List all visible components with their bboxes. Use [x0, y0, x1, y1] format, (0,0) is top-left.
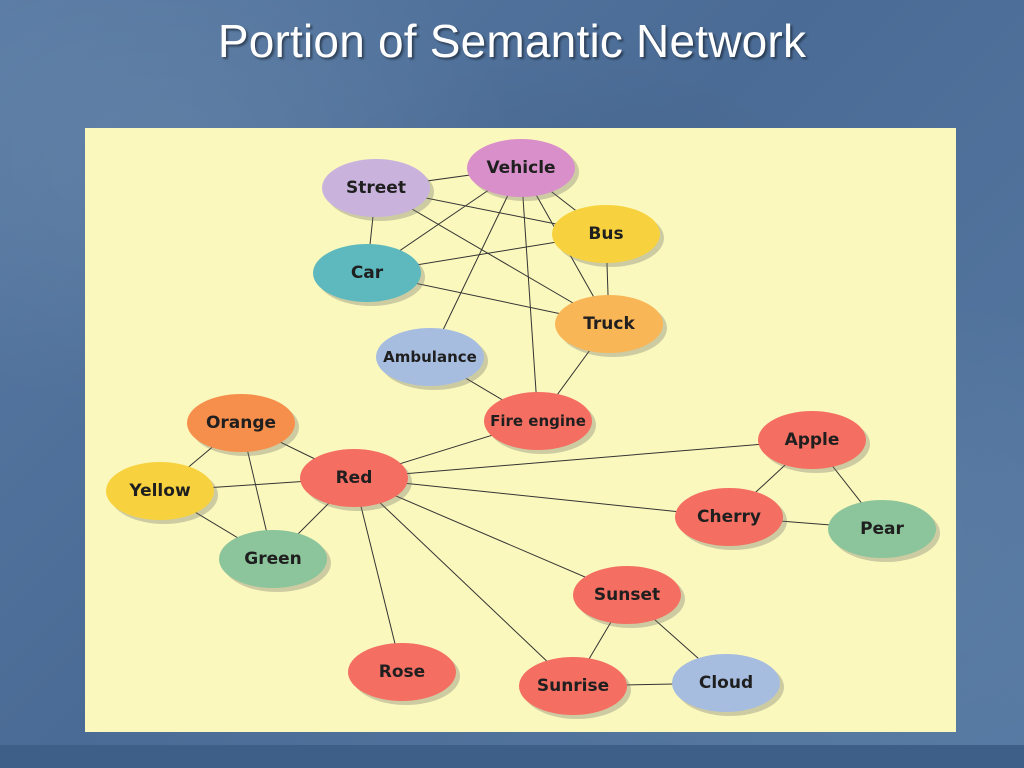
node-ellipse [672, 654, 780, 712]
node-label: Cloud [699, 673, 753, 693]
node-ambulance: Ambulance [376, 328, 488, 390]
node-ellipse [187, 394, 295, 452]
node-ellipse [322, 159, 430, 217]
slide-bottom-band [0, 745, 1024, 768]
node-vehicle: Vehicle [467, 139, 579, 201]
node-label: Pear [860, 519, 904, 539]
node-ellipse [219, 530, 327, 588]
node-ellipse [519, 657, 627, 715]
node-cherry: Cherry [675, 488, 787, 550]
node-car: Car [313, 244, 425, 306]
node-ellipse [828, 500, 936, 558]
node-label: Rose [379, 662, 425, 682]
node-label: Apple [785, 430, 840, 450]
node-label: Bus [588, 224, 623, 244]
node-label: Car [351, 263, 384, 283]
node-label: Ambulance [383, 348, 477, 366]
node-label: Green [244, 549, 302, 569]
node-ellipse [467, 139, 575, 197]
node-red: Red [300, 449, 412, 511]
node-label: Street [346, 178, 406, 198]
node-label: Truck [583, 314, 635, 334]
node-ellipse [675, 488, 783, 546]
node-label: Cherry [697, 507, 761, 527]
node-fire-engine: Fire engine [484, 392, 596, 454]
node-ellipse [555, 295, 663, 353]
edge-red-cherry [353, 477, 730, 518]
node-orange: Orange [187, 394, 299, 456]
node-rose: Rose [348, 643, 460, 705]
node-label: Sunset [594, 585, 660, 605]
node-label: Vehicle [486, 158, 555, 178]
node-ellipse [484, 392, 592, 450]
node-ellipse [758, 411, 866, 469]
node-yellow: Yellow [106, 462, 218, 524]
node-label: Orange [206, 413, 276, 433]
edge-red-apple [353, 439, 813, 479]
node-sunset: Sunset [573, 566, 685, 628]
node-ellipse [300, 449, 408, 507]
node-label: Red [336, 468, 373, 488]
node-bus: Bus [552, 205, 664, 267]
node-ellipse [573, 566, 681, 624]
edge-vehicle-fire-engine [520, 167, 539, 422]
node-label: Yellow [128, 481, 191, 501]
node-ellipse [376, 328, 484, 386]
node-sunrise: Sunrise [519, 657, 631, 719]
node-label: Fire engine [490, 412, 586, 430]
node-ellipse [348, 643, 456, 701]
node-ellipse [552, 205, 660, 263]
node-pear: Pear [828, 500, 940, 562]
node-ellipse [106, 462, 214, 520]
node-truck: Truck [555, 295, 667, 357]
edge-red-sunrise [353, 477, 574, 687]
node-green: Green [219, 530, 331, 592]
node-label: Sunrise [537, 676, 609, 696]
slide-title: Portion of Semantic Network [217, 15, 807, 67]
node-cloud: Cloud [672, 654, 784, 716]
edge-vehicle-ambulance [429, 167, 522, 358]
node-ellipse [313, 244, 421, 302]
edge-red-sunset [353, 477, 628, 596]
edge-red-rose [353, 477, 403, 673]
node-apple: Apple [758, 411, 870, 473]
node-street: Street [322, 159, 434, 221]
edge-street-truck [375, 187, 610, 325]
